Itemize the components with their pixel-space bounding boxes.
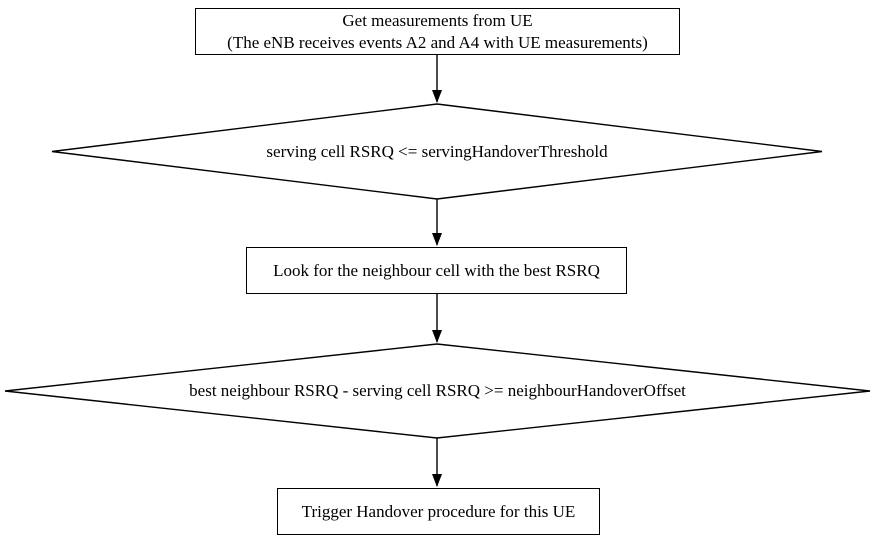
node-trigger-handover: Trigger Handover procedure for this UE	[277, 488, 600, 535]
node-find-best-neighbour-label: Look for the neighbour cell with the bes…	[273, 260, 600, 280]
node-get-measurements: Get measurements from UE (The eNB receiv…	[195, 8, 680, 55]
node-find-best-neighbour: Look for the neighbour cell with the bes…	[246, 247, 627, 294]
node-get-measurements-line1: Get measurements from UE	[342, 10, 533, 30]
decision-diamond-serving-threshold	[51, 103, 823, 200]
node-trigger-handover-label: Trigger Handover procedure for this UE	[301, 501, 576, 521]
node-get-measurements-line2: (The eNB receives events A2 and A4 with …	[227, 32, 648, 52]
decision-diamond-neighbour-offset	[4, 343, 871, 439]
